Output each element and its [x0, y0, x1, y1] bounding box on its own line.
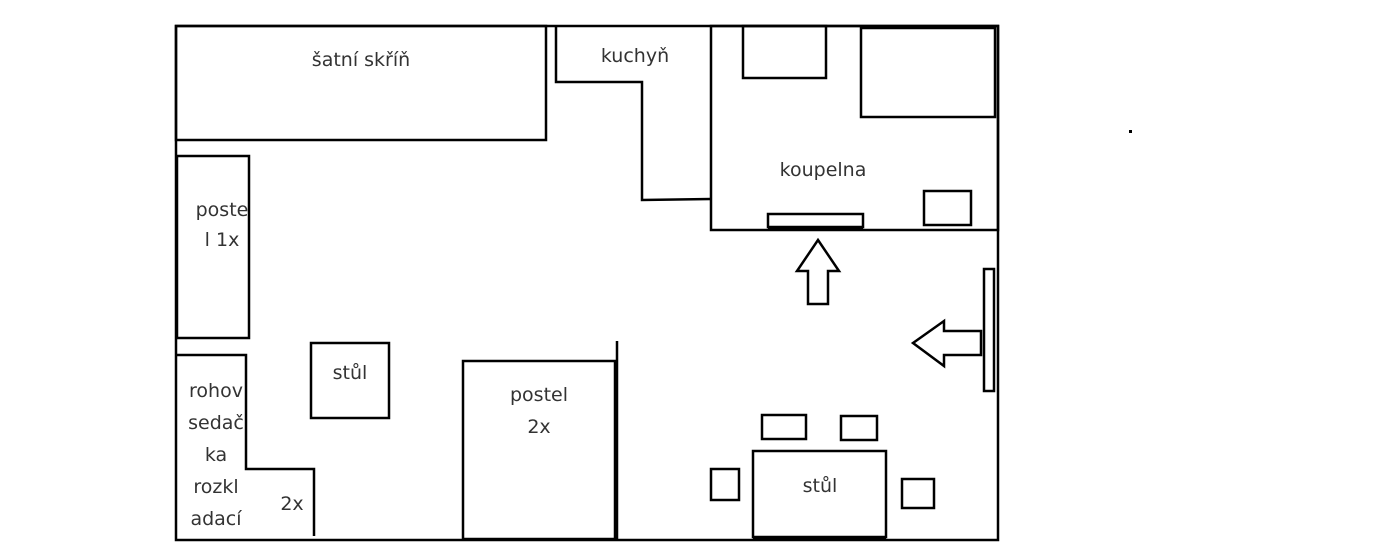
sofa-label-1: rohov — [189, 380, 243, 402]
wardrobe — [174, 24, 548, 142]
corner-sofa — [176, 353, 316, 536]
bathroom-shower — [859, 26, 997, 119]
single-bed-label-1: poste — [196, 199, 249, 221]
chair — [760, 413, 808, 441]
sofa-label-4: rozkl — [193, 476, 238, 498]
arrow-up-icon — [794, 237, 842, 306]
bathroom-label: koupelna — [780, 159, 867, 181]
sofa-label-3: ka — [205, 444, 227, 466]
bathroom — [709, 24, 1000, 232]
single-bed — [175, 154, 251, 340]
bathroom-sink — [741, 24, 828, 80]
double-bed-label-2: 2x — [527, 416, 550, 438]
bathroom-toilet — [922, 189, 973, 227]
wardrobe-label: šatní skříň — [312, 49, 410, 71]
sofa-label-5: adací — [190, 508, 242, 530]
small-table — [309, 341, 391, 420]
arrow-left-icon — [910, 318, 983, 369]
sofa-label-2: sedač — [188, 412, 244, 434]
kitchen-wall — [554, 26, 712, 202]
double-bed-label-1: postel — [510, 384, 568, 406]
chair — [839, 414, 879, 442]
single-bed-label-2: l 1x — [205, 229, 240, 251]
chair — [709, 467, 741, 502]
outer-wall — [174, 24, 1000, 542]
bathroom-door — [766, 212, 865, 229]
sofa-count-label: 2x — [280, 493, 303, 515]
entrance-door — [982, 267, 996, 393]
dining-table-label: stůl — [803, 475, 838, 497]
double-bed — [461, 359, 617, 541]
stray-dot — [1129, 130, 1132, 133]
small-table-label: stůl — [333, 362, 368, 384]
chair — [900, 477, 936, 510]
kitchen-label: kuchyň — [601, 45, 669, 67]
